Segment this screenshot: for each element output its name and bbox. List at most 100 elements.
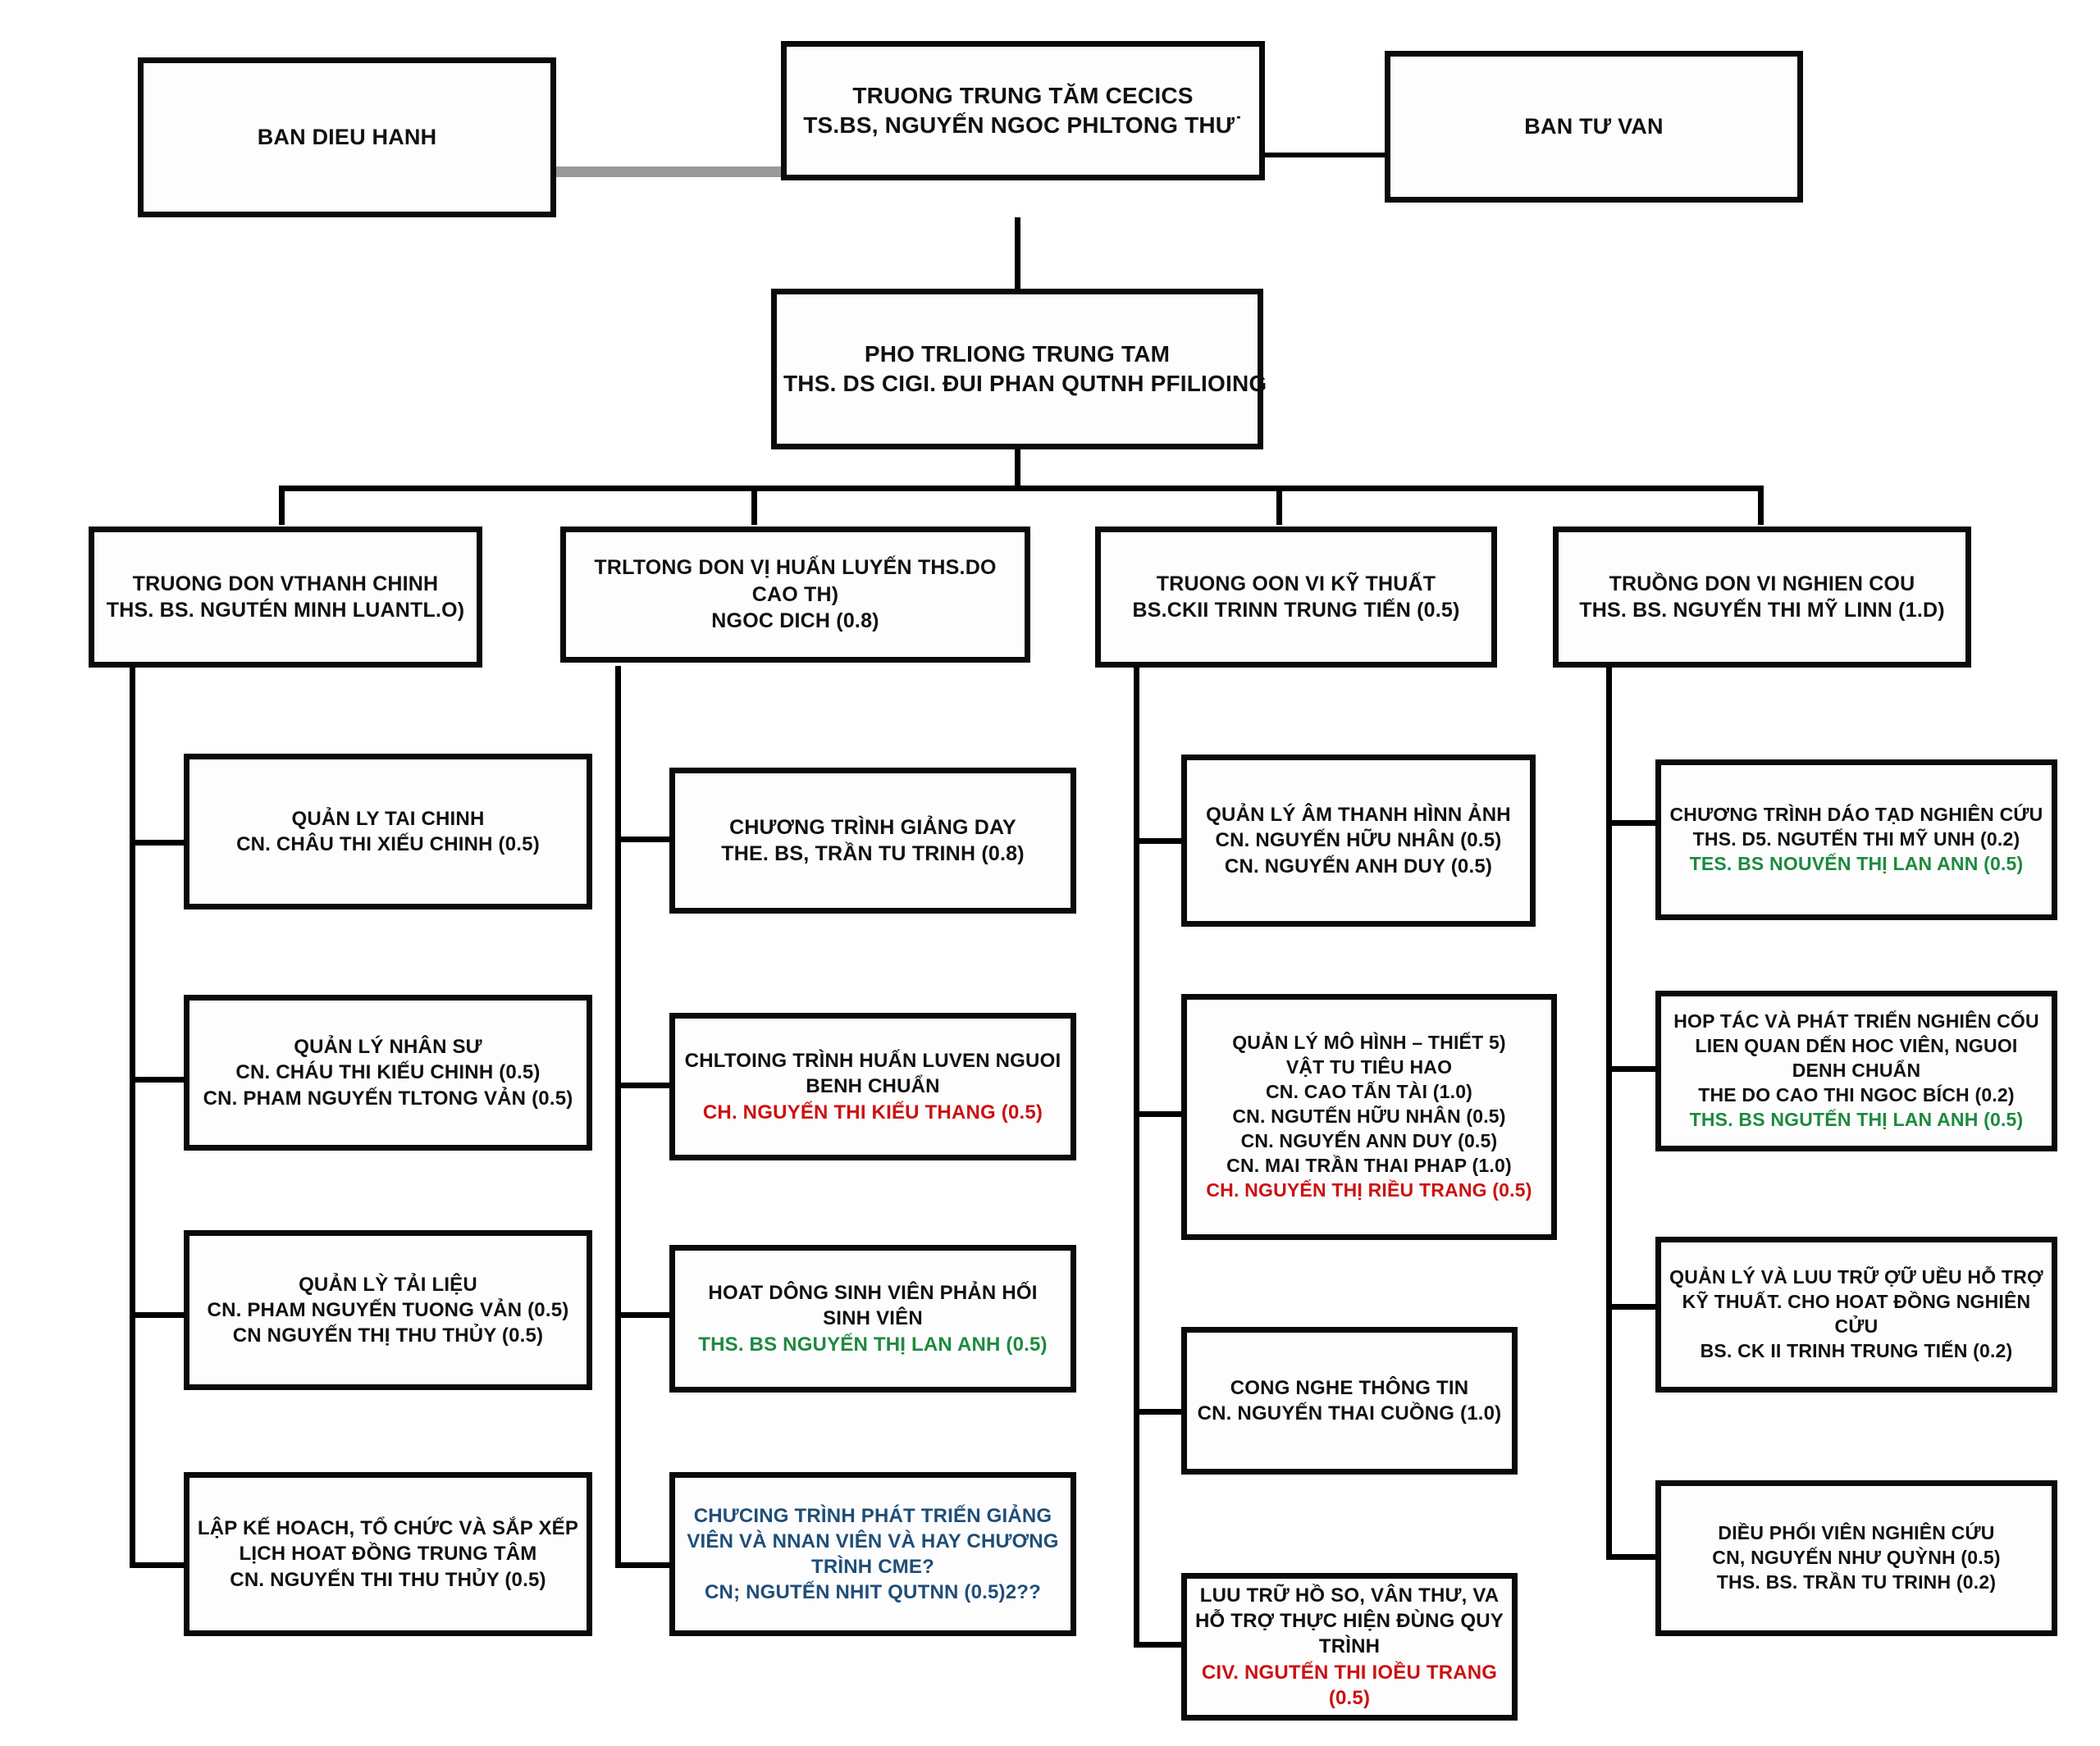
node-line: CN. PHAM NGUYẾN TLTONG VẢN (0.5) (203, 1087, 573, 1110)
node-line: CN. MAI TRẦN THAI PHAP (1.0) (1226, 1154, 1512, 1176)
node-c4-research-coordinator[interactable]: DIỀU PHỐI VIÊN NGHIÊN CỨU CN, NGUYẾN NHƯ… (1655, 1480, 2057, 1636)
node-line: CN. NGUYẾN ANH DUY (0.5) (1224, 855, 1493, 878)
node-center-director[interactable]: TRUONG TRUNG TĂM CECICS TS.BS, NGUYẾN NG… (781, 41, 1265, 180)
node-line: HOAT DÔNG SINH VIÊN PHẢN HỐI SINH VIÊN (708, 1282, 1038, 1330)
node-line: NGOC DICH (0.8) (711, 609, 879, 633)
node-c2-curriculum[interactable]: CHƯƠNG TRÌNH GIẢNG DAY THE. BS, TRẦN TU … (669, 768, 1076, 914)
connector-spine-col1 (130, 666, 135, 1568)
connector-exec-to-director (545, 166, 783, 177)
connector-branch-c1-2 (130, 1077, 184, 1083)
node-head-training[interactable]: TRLTONG DON VỊ HUẤN LUYẾN THS.DO CAO TH)… (560, 527, 1030, 663)
connector-branch-c3-1 (1134, 838, 1188, 844)
node-c1-hr[interactable]: QUẢN LÝ NHÂN SƯ CN. CHÁU THI KIẾU CHINH … (184, 995, 592, 1151)
node-line: QUẢN LÝ NHÂN SƯ (294, 1036, 482, 1059)
node-c1-finance[interactable]: QUẢN LY TAI CHINH CN. CHÂU THI XIẾU CHIN… (184, 754, 592, 909)
node-c3-av-management[interactable]: QUẢN LÝ ÂM THANH HÌNN ẢNH CN. NGUYẾN HỮU… (1181, 754, 1536, 927)
node-line: PHO TRLIONG TRUNG TAM (864, 340, 1171, 367)
node-line: QUẢN LÝ VÀ LUU TRỮ ỢỮ UỀU HỖ TRỢ KỸ THUẤ… (1669, 1266, 2043, 1337)
node-advisory-board[interactable]: BAN TƯ VAN (1385, 51, 1803, 203)
node-line: QUẢN LÝ ÂM THANH HÌNN ẢNH (1206, 804, 1511, 827)
node-line: CN. PHAM NGUYẾN TUONG VẢN (0.5) (207, 1298, 569, 1321)
node-c4-collaboration[interactable]: HOP TÁC VÀ PHÁT TRIẾN NGHIÊN CỐU LIEN QU… (1655, 991, 2057, 1151)
node-line: CN. CHÁU THI KIẾU CHINH (0.5) (235, 1061, 541, 1084)
node-line: CH. NGUYẾN THỊ RIỀU TRANG (0.5) (1206, 1178, 1532, 1201)
node-line: CHƯƠNG TRÌNH GIẢNG DAY (729, 815, 1016, 839)
node-line: TRLTONG DON VỊ HUẤN LUYẾN THS.DO CAO TH) (594, 556, 997, 606)
node-c1-planning[interactable]: LẬP KẾ HOACH, TỔ CHỨC VÀ SẮP XẾP LỊCH HO… (184, 1472, 592, 1636)
node-line: CN. CAO TẤN TÀI (1.0) (1265, 1081, 1473, 1103)
node-line: VẬT TU TIÊU HAO (1285, 1056, 1453, 1078)
connector-drop-col2 (751, 486, 757, 525)
node-line: LẬP KẾ HOACH, TỔ CHỨC VÀ SẮP XẾP LỊCH HO… (197, 1517, 579, 1566)
node-executive-board[interactable]: BAN DIEU HANH (138, 57, 556, 217)
node-line: THE DO CAO THI NGOC BÍCH (0.2) (1698, 1083, 2015, 1105)
node-line: CN NGUYẾN THỊ THU THỦY (0.5) (232, 1324, 544, 1347)
node-line: CH. NGUYẾN THI KIẾU THANG (0.5) (702, 1101, 1043, 1124)
connector-branch-c3-3 (1134, 1409, 1188, 1415)
connector-branch-c3-2 (1134, 1111, 1188, 1117)
connector-drop-col1 (279, 486, 285, 525)
connector-branch-c1-4 (130, 1562, 184, 1568)
node-line: THS. BS. TRẦN TU TRINH (0.2) (1716, 1570, 1997, 1593)
connector-branch-c4-4 (1606, 1554, 1660, 1560)
node-line: THS. BS. NGUYẾN THI MỸ LINN (1.D) (1579, 599, 1945, 622)
node-line: TS.BS, NGUYẾN NGOC PHLTONG THƯ˙ (803, 112, 1243, 138)
node-c4-research-training[interactable]: CHƯƠNG TRÌNH DÁO TẠD NGHIÊN CỨU THS. D5.… (1655, 759, 2057, 920)
node-line: CN. NGUYẾN HỮU NHÂN (0.5) (1215, 829, 1502, 852)
node-line: CIV. NGUTẾN THI IOỀU TRANG (0.5) (1201, 1661, 1498, 1709)
connector-drop-col4 (1758, 486, 1764, 525)
node-line: TRUỒNG DON VI NGHIEN COU (1609, 572, 1915, 595)
node-line: TRUONG OON VI KỸ THUẤT (1156, 572, 1436, 595)
connector-branch-c1-3 (130, 1312, 184, 1318)
node-c1-documents[interactable]: QUẢN LỲ TẢI LIỆU CN. PHAM NGUYẾN TUONG V… (184, 1230, 592, 1390)
node-line: CN. CHÂU THI XIẾU CHINH (0.5) (236, 833, 540, 855)
connector-spine-col4 (1606, 666, 1612, 1560)
node-line: QUẢN LỲ TẢI LIỆU (299, 1273, 477, 1296)
connector-branch-c3-4 (1134, 1642, 1188, 1648)
node-line: BS.CKII TRINN TRUNG TIẾN (0.5) (1132, 599, 1460, 622)
node-line: BAN TƯ VAN (1524, 113, 1664, 139)
connector-spine-col2 (615, 666, 621, 1568)
node-line: DIỀU PHỐI VIÊN NGHIÊN CỨU (1718, 1522, 1995, 1544)
node-c2-student-feedback[interactable]: HOAT DÔNG SINH VIÊN PHẢN HỐI SINH VIÊN T… (669, 1245, 1076, 1393)
connector-deputy-bus (279, 486, 1764, 491)
node-line: TRUONG DON VTHANH CHINH (132, 572, 439, 595)
node-line: THS. D5. NGUTẾN THI MỸ UNH (0.2) (1692, 828, 2020, 850)
node-line: THS. DS CIGI. ĐUI PHAN QUTNH PFILIOING (783, 371, 1267, 396)
node-head-technical[interactable]: TRUONG OON VI KỸ THUẤT BS.CKII TRINN TRU… (1095, 527, 1497, 668)
node-line: TRUONG TRUNG TĂM CECICS (852, 82, 1194, 108)
node-line: THS. BS NGUTẾN THỊ LAN ANH (0.5) (1689, 1108, 2024, 1130)
node-line: CONG NGHE THÔNG TIN (1230, 1376, 1469, 1399)
node-c3-model-equipment[interactable]: QUẢN LÝ MÔ HÌNH – THIẾT 5) VẬT TU TIÊU H… (1181, 994, 1557, 1240)
node-line: THE. BS, TRẦN TU TRINH (0.8) (721, 842, 1025, 865)
node-line: CN; NGUTẾN NHIT QUTNN (0.5)2?? (705, 1581, 1041, 1604)
connector-branch-c1-1 (130, 840, 184, 846)
node-line: TES. BS NOUVẾN THỊ LAN ANN (0.5) (1689, 852, 2024, 874)
node-c2-faculty-development[interactable]: CHƯCING TRÌNH PHÁT TRIẾN GIẢNG VIÊN VÀ N… (669, 1472, 1076, 1636)
node-deputy-director[interactable]: PHO TRLIONG TRUNG TAM THS. DS CIGI. ĐUI … (771, 289, 1267, 449)
node-c2-standard-patient[interactable]: CHLTOING TRÌNH HUẤN LUVEN NGUOI BENH CHU… (669, 1013, 1076, 1160)
node-line: CHƯƠNG TRÌNH DÁO TẠD NGHIÊN CỨU (1669, 804, 2043, 826)
node-line: CN. NGUYẾN THAI CUỒNG (1.0) (1197, 1402, 1502, 1425)
node-line: CN. NGUYẾN THI THU THỦY (0.5) (230, 1568, 546, 1591)
connector-branch-c2-2 (615, 1083, 669, 1088)
connector-spine-col3 (1134, 666, 1139, 1642)
node-c4-data-storage[interactable]: QUẢN LÝ VÀ LUU TRỮ ỢỮ UỀU HỖ TRỢ KỸ THUẤ… (1655, 1237, 2057, 1393)
node-head-administration[interactable]: TRUONG DON VTHANH CHINH THS. BS. NGUTÉN … (89, 527, 482, 668)
node-c3-records[interactable]: LUU TRỮ HỒ SO, VÂN THƯ, VA HỖ TRỢ THỰC H… (1181, 1573, 1518, 1721)
node-line: BAN DIEU HANH (257, 124, 437, 149)
node-line: LUU TRỮ HỒ SO, VÂN THƯ, VA HỖ TRỢ THỰC H… (1194, 1584, 1504, 1658)
connector-deputy-stub (1015, 449, 1020, 489)
connector-branch-c2-4 (615, 1562, 669, 1568)
connector-branch-c4-3 (1606, 1304, 1660, 1310)
connector-drop-col3 (1276, 486, 1282, 525)
connector-branch-c2-3 (615, 1312, 669, 1318)
connector-director-to-deputy (1015, 217, 1020, 289)
node-c3-it[interactable]: CONG NGHE THÔNG TIN CN. NGUYẾN THAI CUỒN… (1181, 1327, 1518, 1475)
connector-branch-c2-1 (615, 837, 669, 842)
node-line: QUẢN LÝ MÔ HÌNH – THIẾT 5) (1232, 1032, 1506, 1054)
node-line: CN. NGUYẾN ANN DUY (0.5) (1240, 1129, 1498, 1151)
node-head-research[interactable]: TRUỒNG DON VI NGHIEN COU THS. BS. NGUYẾN… (1553, 527, 1971, 668)
node-line: HOP TÁC VÀ PHÁT TRIẾN NGHIÊN CỐU LIEN QU… (1673, 1010, 2039, 1082)
